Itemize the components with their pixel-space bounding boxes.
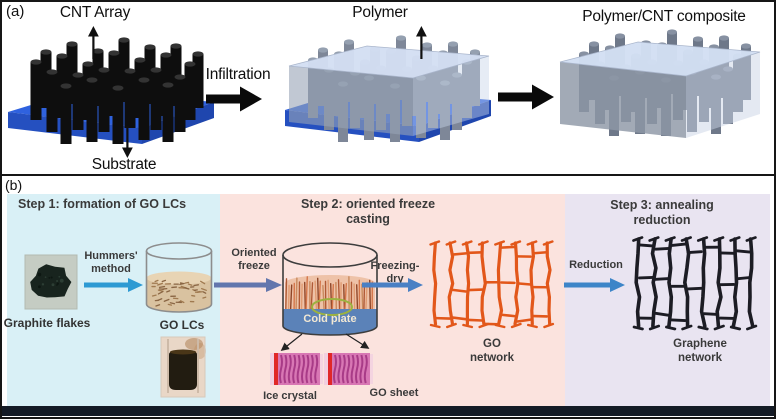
infiltration-label: Infiltration — [205, 66, 271, 83]
step3-title: Step 3: annealing reduction — [610, 198, 714, 227]
graphene-network-illustration — [632, 236, 758, 331]
magnify-arrows-icon — [280, 333, 370, 352]
oriented-freeze-label: Oriented freeze — [231, 247, 277, 272]
hummers-arrow-icon — [84, 278, 143, 292]
frame-border — [0, 0, 776, 2]
ice-crystal-go-sheet-illustration — [270, 353, 373, 385]
panel-divider — [0, 174, 776, 176]
go-network-illustration — [429, 240, 555, 329]
step2-title: Step 2: oriented freeze casting — [300, 197, 436, 226]
go-dispersion-photo — [160, 336, 206, 398]
cnt-array-label: CNT Array — [59, 4, 131, 21]
substrate-label: Substrate — [91, 156, 157, 173]
freeze-casting-beaker-illustration: Cold plate — [282, 242, 378, 336]
oriented-freeze-arrow-icon — [214, 278, 282, 292]
panel-b-tag: (b) — [5, 177, 23, 193]
frame-border — [0, 417, 776, 419]
frame-border — [0, 0, 2, 419]
arrow-right-icon — [206, 86, 262, 112]
go-network-label: GO network — [469, 338, 515, 364]
graphite-flakes-photo — [24, 254, 78, 310]
arrow-up-icon — [88, 26, 99, 59]
polymer-label: Polymer — [352, 4, 408, 21]
composite-label: Polymer/CNT composite — [582, 8, 746, 25]
polymer-infiltrated-cnt-illustration — [285, 35, 491, 142]
panel-a-tag: (a) — [6, 3, 25, 20]
cnt-array-illustration — [8, 37, 214, 144]
go-sheet-label: GO sheet — [369, 387, 419, 399]
cold-plate-label: Cold plate — [303, 313, 356, 325]
polymer-cnt-composite-illustration — [559, 29, 761, 138]
freezing-dry-arrow-icon — [362, 278, 423, 292]
frame-border — [774, 0, 776, 419]
bottom-bar — [2, 406, 774, 416]
go-lcs-beaker-illustration — [145, 242, 213, 313]
go-lcs-label: GO LCs — [159, 318, 205, 332]
arrow-down-icon — [122, 126, 133, 158]
hummers-method-label: Hummers' method — [84, 250, 138, 275]
freezing-dry-label: Freezing-dry — [370, 260, 420, 285]
reduction-arrow-icon — [564, 278, 625, 292]
arrow-right-icon — [498, 84, 554, 110]
graphene-network-label: Graphene network — [673, 338, 727, 364]
ice-crystal-label: Ice crystal — [263, 390, 317, 402]
step1-title: Step 1: formation of GO LCs — [18, 197, 187, 211]
reduction-label: Reduction — [569, 259, 623, 271]
graphite-flakes-label: Graphite flakes — [3, 316, 91, 330]
arrow-up-icon — [416, 26, 427, 59]
